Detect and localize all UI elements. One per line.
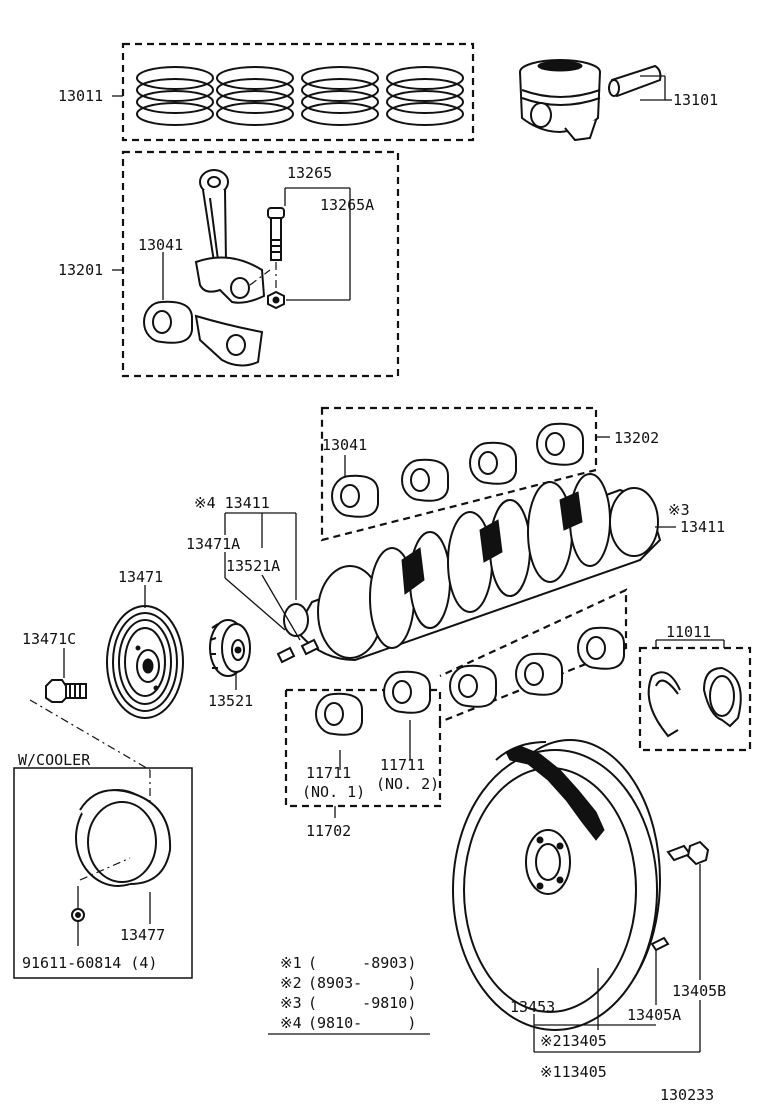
label-91611: 91611-60814 (4) — [22, 954, 157, 972]
legend-range-3: ( -9810) — [308, 994, 416, 1012]
label-13265: 13265 — [287, 164, 332, 182]
label-13471: 13471 — [118, 568, 163, 586]
label-13101: 13101 — [673, 91, 718, 109]
rod-bolt — [267, 207, 285, 261]
crank-pulley — [106, 605, 184, 719]
label-13405A: 13405A — [627, 1006, 681, 1024]
crank-keys — [276, 638, 320, 664]
upper-bearing-box — [320, 406, 598, 542]
piston — [519, 59, 662, 142]
diagram-number: 130233 — [660, 1086, 714, 1104]
label-11711-no2-sub: (NO. 2) — [376, 775, 439, 793]
connecting-rod — [194, 169, 266, 304]
label-13521A: 13521A — [226, 557, 280, 575]
label-13202: 13202 — [614, 429, 659, 447]
label-11702: 11702 — [306, 822, 351, 840]
label-13405-n1: ※113405 — [540, 1063, 607, 1081]
label-13411-right: 13411 — [680, 518, 725, 536]
flywheel — [452, 739, 661, 1031]
label-13265A: 13265A — [320, 196, 374, 214]
label-13201: 13201 — [58, 261, 103, 279]
piston-ring-set — [121, 42, 475, 142]
label-13041-main: 13041 — [322, 436, 367, 454]
legend-mark-2: ※2 — [280, 974, 302, 992]
label-13405-n2: ※213405 — [540, 1032, 607, 1050]
main-bearing-upper — [331, 422, 584, 518]
rod-nut — [267, 290, 285, 310]
label-13471C: 13471C — [22, 630, 76, 648]
legend-range-1: ( -8903) — [308, 954, 416, 972]
crank-timing-gear — [209, 619, 251, 677]
label-13471A: 13471A — [186, 535, 240, 553]
washer-91611 — [71, 908, 85, 922]
flywheel-bolt — [666, 840, 710, 866]
legend-mark-3: ※3 — [280, 994, 302, 1012]
main-bearing-lower — [315, 626, 625, 736]
crankshaft — [283, 473, 662, 662]
legend-range-2: (8903- ) — [308, 974, 416, 992]
label-13411-right-mark: ※3 — [668, 501, 690, 519]
w-cooler-box — [13, 767, 193, 979]
legend-mark-4: ※4 — [280, 1014, 302, 1032]
connecting-rod-box — [121, 150, 400, 378]
applicability-legend: ※1 ( -8903) ※2 (8903- ) ※3 ( -9810) ※4 (… — [268, 954, 430, 1035]
label-13405B: 13405B — [672, 982, 726, 1000]
label-13011: 13011 — [58, 87, 103, 105]
rod-bearing — [143, 300, 193, 344]
label-11711-no2: 11711 — [380, 756, 425, 774]
label-13041-rod: 13041 — [138, 236, 183, 254]
flywheel-dowel — [650, 936, 670, 952]
label-13453: 13453 — [510, 998, 555, 1016]
legend-range-4: (9810- ) — [308, 1014, 416, 1032]
connecting-rod-cap — [194, 314, 264, 367]
label-11711-no1-sub: (NO. 1) — [302, 783, 365, 801]
pulley-bolt — [45, 679, 87, 703]
legend-mark-1: ※1 — [280, 954, 302, 972]
label-13521: 13521 — [208, 692, 253, 710]
label-13477: 13477 — [120, 926, 165, 944]
thrust-washer — [647, 666, 742, 738]
label-w-cooler: W/COOLER — [18, 751, 91, 769]
label-11011: 11011 — [666, 623, 711, 641]
lower-bearing-box — [284, 690, 442, 808]
label-13411-top: ※4 13411 — [194, 494, 270, 512]
label-11711-no1: 11711 — [306, 764, 351, 782]
cooler-pulley — [75, 789, 172, 887]
thrust-washer-box — [638, 646, 752, 752]
